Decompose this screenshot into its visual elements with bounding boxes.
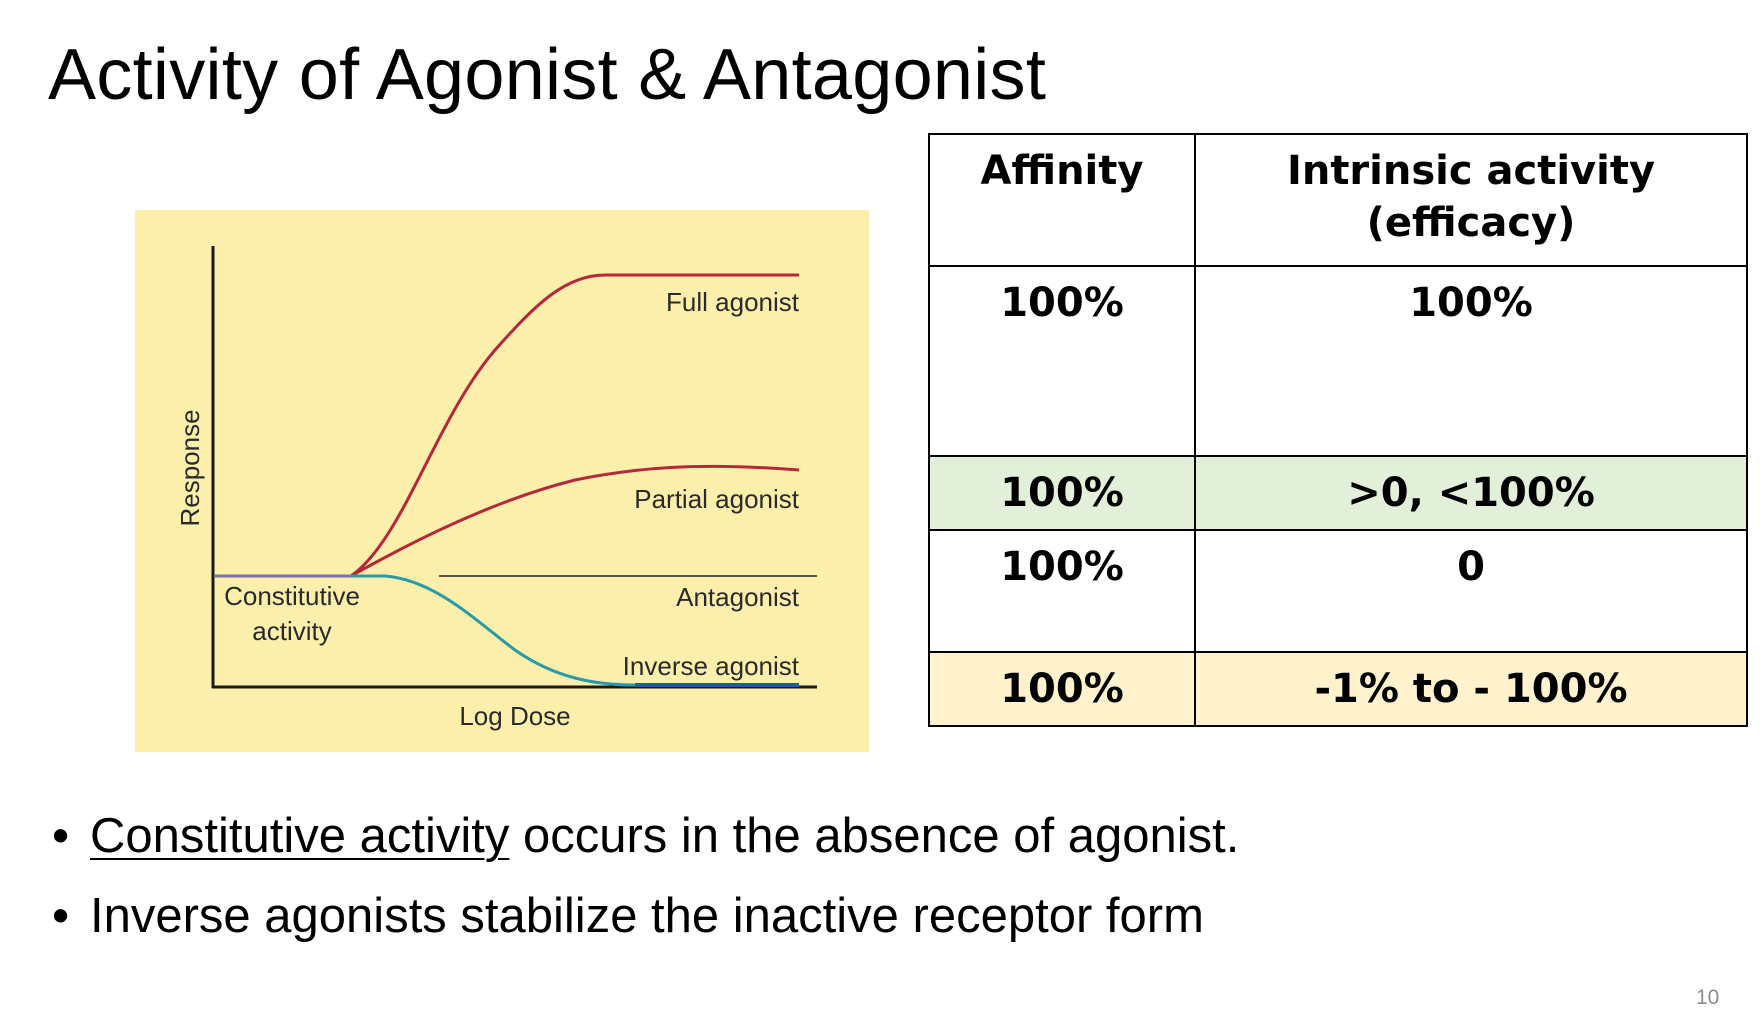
cell-efficacy: 0 [1194,529,1748,653]
y-axis-label: Response [175,409,205,526]
slide-title: Activity of Agonist & Antagonist [48,35,1047,115]
full-agonist-label: Full agonist [666,287,800,317]
cell-efficacy: -1% to - 100% [1194,651,1748,727]
table-row-partial-agonist: 100% >0, <100% [928,455,1748,531]
header-affinity-text: Affinity [980,148,1144,194]
table-header-row: Affinity Intrinsic activity (efficacy) [928,133,1748,267]
bullet-text: occurs in the absence of agonist. [509,809,1240,863]
constitutive-label-line2: activity [252,616,331,646]
constitutive-label-line1: Constitutive [224,581,360,611]
x-axis-label: Log Dose [459,701,570,731]
bullet-icon: • [52,889,70,943]
antagonist-label: Antagonist [676,582,800,612]
cell-efficacy: 100% [1194,265,1748,457]
cell-affinity: 100% [928,265,1196,457]
slide-number: 10 [1696,986,1720,1009]
affinity-efficacy-table: Affinity Intrinsic activity (efficacy) 1… [928,133,1748,727]
bullet-notes: • Constitutive activity occurs in the ab… [50,796,1239,956]
bullet-item: • Constitutive activity occurs in the ab… [50,796,1239,876]
partial-agonist-curve [350,464,800,578]
header-affinity: Affinity [928,133,1196,267]
cell-efficacy: >0, <100% [1194,455,1748,531]
header-efficacy-line1: Intrinsic activity [1286,148,1656,194]
bullet-item: • Inverse agonists stabilize the inactiv… [50,876,1239,956]
bullet-icon: • [52,809,70,863]
bullet-text: Inverse agonists stabilize the inactive … [90,889,1204,943]
table-row-antagonist: 100% 0 [928,529,1748,653]
cell-affinity: 100% [928,455,1196,531]
underlined-term: Constitutive activity [90,809,510,863]
inverse-agonist-label: Inverse agonist [623,651,800,681]
partial-agonist-label: Partial agonist [634,484,800,514]
cell-affinity: 100% [928,529,1196,653]
full-agonist-curve [215,273,799,578]
inverse-agonist-curve [351,574,799,687]
cell-affinity: 100% [928,651,1196,727]
header-efficacy-line2: (efficacy) [1366,200,1576,246]
dose-response-diagram: Full agonist Partial agonist Antagonist … [175,246,817,731]
dose-response-figure: Full agonist Partial agonist Antagonist … [135,210,869,752]
table-row-full-agonist: 100% 100% [928,265,1748,457]
table-row-inverse-agonist: 100% -1% to - 100% [928,651,1748,727]
header-efficacy: Intrinsic activity (efficacy) [1194,133,1748,267]
